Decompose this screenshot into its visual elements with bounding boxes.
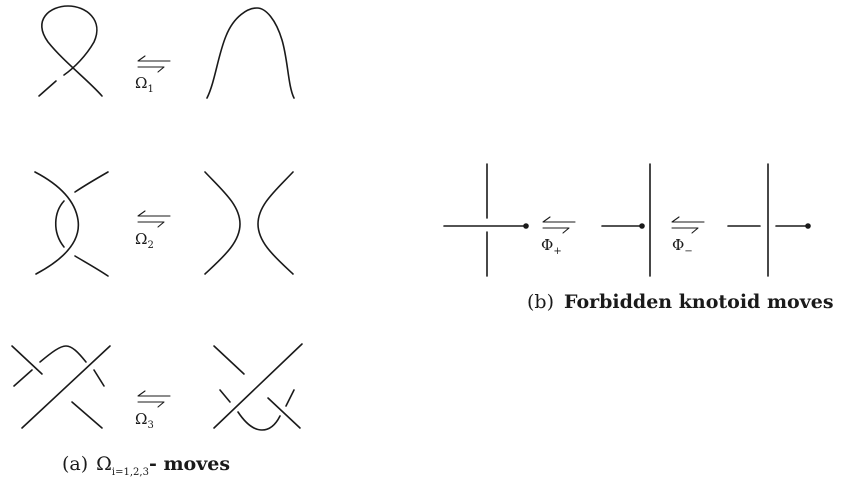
omega3-move: Ω3: [11, 343, 303, 431]
omega3-right-under-strand-top: [213, 345, 245, 375]
omega3-left-under-strand-top: [11, 345, 43, 375]
phi-right-config: [727, 163, 811, 277]
omega3-label: Ω3: [135, 410, 154, 431]
omega3-right-arc: [237, 411, 281, 431]
omega1-arrow-icon: [137, 55, 171, 73]
omega3-left-arc-left: [13, 369, 33, 387]
phi-left-config: [443, 163, 529, 277]
omega2-left-strand-b-bottom: [74, 255, 109, 277]
phi-middle-config: [601, 163, 651, 277]
omega2-move: Ω2: [34, 171, 294, 277]
phi-left-endpoint: [523, 223, 529, 229]
omega3-left-under-strand-bottom: [71, 401, 103, 429]
phi-plus-arrow-icon: [542, 216, 576, 234]
omega1-label: Ω1: [135, 74, 154, 95]
omega3-arrow-icon: [137, 390, 171, 408]
omega2-left-strand-b-mid: [54, 200, 65, 248]
phi-minus-arrow-icon: [671, 216, 705, 234]
phi-middle-endpoint: [639, 223, 645, 229]
omega2-right-arc-right: [257, 171, 294, 275]
omega1-left-kink-under: [38, 80, 57, 97]
phi-minus-label: Φ−: [672, 236, 693, 257]
omega3-right-under-strand-bottom: [267, 397, 301, 429]
omega3-right-arc-right: [285, 389, 295, 407]
omega2-right-arc-left: [204, 171, 241, 275]
omega1-right-arc: [206, 7, 295, 99]
omega2-left-strand-b-top: [74, 171, 109, 193]
omega3-right-arc-left: [219, 389, 231, 403]
omega1-move: Ω1: [38, 5, 295, 99]
omega3-left-arc-right: [93, 369, 105, 387]
omega3-left-arc: [39, 345, 87, 363]
omega2-arrow-icon: [137, 210, 171, 228]
caption-b: (b) Forbidden knotoid moves: [527, 291, 834, 313]
panel-a: Ω1 Ω2: [11, 5, 303, 478]
omega2-label: Ω2: [135, 230, 154, 251]
panel-b: Φ+ Φ− (b) Forbidden knotoid moves: [443, 163, 834, 313]
phi-right-endpoint: [805, 223, 811, 229]
caption-a: (a) Ωi=1,2,3- moves: [62, 453, 230, 478]
phi-plus-label: Φ+: [541, 236, 562, 257]
omega2-left-strand-a: [34, 171, 80, 275]
omega3-left-over-strand: [21, 345, 111, 429]
omega3-right-over-strand: [213, 343, 303, 429]
omega1-left-kink: [41, 5, 103, 97]
